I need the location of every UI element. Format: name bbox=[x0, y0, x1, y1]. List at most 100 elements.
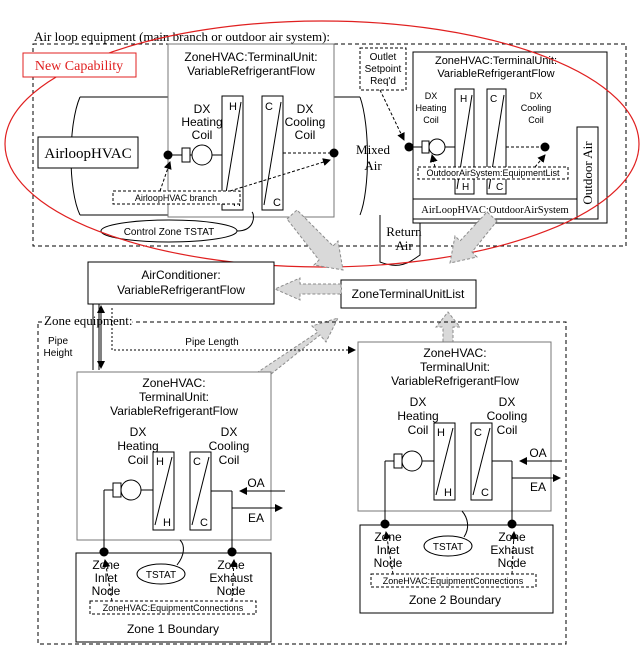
oa-tu-title-2: VariableRefrigerantFlow bbox=[437, 68, 554, 80]
zone-terminal-unit-list-label: ZoneTerminalUnitList bbox=[352, 287, 465, 301]
zone2-equip-conn-box bbox=[370, 573, 537, 588]
svg-text:H: H bbox=[462, 182, 469, 193]
return-air-2: Air bbox=[395, 238, 413, 253]
zone1-tu-title-2: TerminalUnit: bbox=[139, 390, 209, 404]
main-tu-title-1: ZoneHVAC:TerminalUnit: bbox=[184, 50, 317, 64]
svg-text:C: C bbox=[481, 487, 489, 499]
zone-equipment-title: Zone equipment: bbox=[44, 313, 132, 328]
outdoor-air-label: Outdoor Air bbox=[580, 141, 595, 205]
oa-dx-cooling-2: Cooling bbox=[521, 103, 552, 113]
zone1-equip-conn-arrows bbox=[102, 559, 238, 602]
svg-text:C: C bbox=[200, 517, 208, 529]
zone2-inlet-3: Node bbox=[374, 556, 403, 570]
air-conditioner-2: VariableRefrigerantFlow bbox=[117, 283, 245, 297]
zone1-inlet-3: Node bbox=[92, 584, 121, 598]
zone2-oa: OA bbox=[529, 446, 546, 460]
air-loop-title: Air loop equipment (main branch or outdo… bbox=[34, 29, 330, 44]
airloop-branch-box bbox=[112, 190, 241, 205]
zone1-boundary-label: Zone 1 Boundary bbox=[127, 622, 219, 636]
main-dx-heating-1: DX bbox=[194, 102, 211, 116]
main-cooling-coil: C C bbox=[261, 95, 284, 211]
pipe-height-2: Height bbox=[44, 348, 73, 359]
zone2-dx-heating-3: Coil bbox=[408, 423, 429, 437]
pipe-height-1: Pipe bbox=[48, 336, 68, 347]
airloop-hvac-label: AirloopHVAC bbox=[44, 146, 131, 162]
oa-fan bbox=[404, 138, 550, 156]
zone2-fan bbox=[384, 450, 562, 524]
airloop-branch-label: AirloopHVAC branch bbox=[135, 193, 217, 203]
outlet-setpoint-1: Outlet bbox=[370, 52, 397, 63]
main-fan bbox=[163, 144, 339, 166]
pipe-length: Pipe Length bbox=[185, 337, 238, 348]
zone-equipment-boundary bbox=[37, 321, 567, 645]
oa-equipment-list-label: OutdoorAirSystem:EquipmentList bbox=[426, 168, 560, 178]
svg-text:H: H bbox=[437, 427, 445, 439]
main-dx-cooling-2: Cooling bbox=[285, 115, 326, 129]
outlet-setpoint-2: Setpoint bbox=[365, 64, 402, 75]
main-dx-cooling-3: Coil bbox=[295, 128, 316, 142]
svg-text:C: C bbox=[490, 94, 497, 105]
zone1-heating-coil: H H bbox=[152, 451, 175, 531]
pipe-dimension-lines bbox=[92, 304, 356, 370]
svg-text:H: H bbox=[156, 456, 164, 468]
svg-text:C: C bbox=[273, 197, 281, 209]
zone1-dx-heating-1: DX bbox=[130, 425, 147, 439]
zone2-exhaust-1: Zone bbox=[498, 530, 526, 544]
oa-dx-heating-3: Coil bbox=[423, 115, 439, 125]
main-tu-title-2: VariableRefrigerantFlow bbox=[187, 64, 315, 78]
return-air-1: Return bbox=[386, 224, 422, 239]
zone2-tstat bbox=[423, 535, 473, 557]
zone1-dx-cooling-1: DX bbox=[221, 425, 238, 439]
zone2-boundary-label: Zone 2 Boundary bbox=[409, 593, 501, 607]
zone1-boundary-box bbox=[75, 552, 272, 643]
svg-text:H: H bbox=[163, 517, 171, 529]
svg-text:C: C bbox=[265, 101, 273, 113]
mixed-air-2: Air bbox=[364, 158, 382, 173]
zone2-heating-coil: H H bbox=[433, 422, 456, 501]
zone1-dx-heating-2: Heating bbox=[117, 439, 158, 453]
air-conditioner-1: AirConditioner: bbox=[141, 268, 220, 282]
grey-block-arrows bbox=[248, 209, 498, 387]
zone2-tu-title-2: TerminalUnit: bbox=[420, 360, 490, 374]
zone1-dx-cooling-3: Coil bbox=[219, 453, 240, 467]
svg-text:C: C bbox=[193, 456, 201, 468]
oa-tu-title-1: ZoneHVAC:TerminalUnit: bbox=[435, 55, 557, 67]
outlet-setpoint-arrow bbox=[379, 89, 405, 141]
zone1-exhaust-3: Node bbox=[217, 584, 246, 598]
zone1-oa: OA bbox=[247, 476, 264, 490]
airloop-hvac-box bbox=[37, 136, 139, 169]
airloop-branch-arrows bbox=[159, 158, 331, 192]
outlet-setpoint-box bbox=[359, 47, 407, 91]
zone1-tu-title-3: VariableRefrigerantFlow bbox=[110, 404, 238, 418]
svg-text:H: H bbox=[444, 487, 452, 499]
zone2-tstat-wire bbox=[461, 510, 469, 538]
zone2-inlet-1: Zone bbox=[374, 530, 402, 544]
oa-equipment-list-arrows bbox=[429, 154, 546, 168]
zone1-dx-heating-3: Coil bbox=[128, 453, 149, 467]
zone2-tu-title-1: ZoneHVAC: bbox=[423, 346, 486, 360]
zone2-tstat-label: TSTAT bbox=[433, 542, 463, 553]
zone1-tu-title-1: ZoneHVAC: bbox=[142, 376, 205, 390]
zone2-exhaust-2: Exhaust bbox=[490, 543, 534, 557]
oa-equipment-list-box bbox=[417, 166, 569, 180]
zone1-tstat-wire bbox=[176, 539, 184, 566]
zone1-inlet-2: Inlet bbox=[95, 571, 118, 585]
zone1-tstat-label: TSTAT bbox=[146, 570, 176, 581]
zone2-dx-cooling-2: Cooling bbox=[487, 409, 528, 423]
oa-system-label: AirLoopHVAC:OutdoorAirSystem bbox=[421, 205, 568, 216]
new-capability-box bbox=[22, 52, 137, 78]
zone1-dx-cooling-2: Cooling bbox=[209, 439, 250, 453]
zone2-ea: EA bbox=[530, 480, 546, 494]
main-dx-cooling-1: DX bbox=[297, 102, 314, 116]
oa-system-box bbox=[412, 51, 608, 224]
zone2-tu-title-3: VariableRefrigerantFlow bbox=[391, 374, 519, 388]
zone2-dx-cooling-3: Coil bbox=[497, 423, 518, 437]
zone2-dx-heating-2: Heating bbox=[397, 409, 438, 423]
control-zone-label: Control Zone TSTAT bbox=[124, 227, 215, 238]
outdoor-air-box bbox=[576, 126, 599, 220]
tstat-wire bbox=[236, 211, 254, 232]
oa-dx-cooling-3: Coil bbox=[528, 115, 544, 125]
new-capability-ellipse bbox=[4, 20, 640, 268]
zone1-exhaust-1: Zone bbox=[217, 558, 245, 572]
svg-text:C: C bbox=[496, 182, 503, 193]
